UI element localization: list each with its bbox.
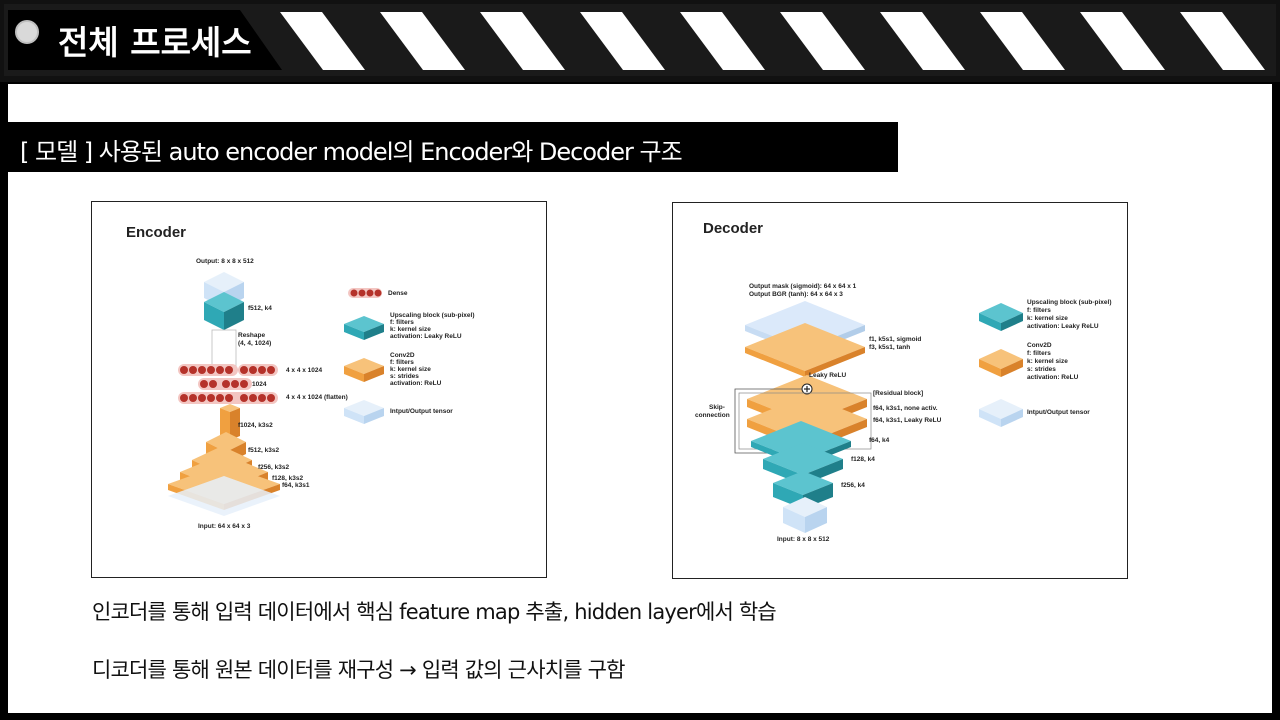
- decoder-leaky-relu-label: Leaky ReLU: [809, 372, 847, 379]
- decoder-shapes: [734, 301, 1023, 533]
- header-dot-icon: [15, 20, 39, 44]
- encoder-reshape-label: Reshape: [238, 332, 266, 339]
- encoder-f1024-label: f1024, k3s2: [238, 422, 273, 429]
- encoder-f256-label: f256, k3s2: [258, 464, 290, 471]
- decoder-legend-io: Intput/Output tensor: [1027, 409, 1090, 416]
- encoder-legend-conv-1: f: filters: [390, 359, 414, 366]
- section-banner: [ 모델 ] 사용된 auto encoder model의 Encoder와 …: [8, 122, 898, 172]
- decoder-f64-k4-label: f64, k4: [869, 437, 890, 444]
- decoder-legend-conv-title: Conv2D: [1027, 342, 1052, 349]
- decoder-legend-conv-1: f: filters: [1027, 350, 1051, 357]
- decoder-legend-conv-3: s: strides: [1027, 366, 1056, 373]
- decoder-legend-conv-2: k: kernel size: [1027, 358, 1068, 365]
- decoder-legend-upscale-title: Upscaling block (sub-pixel): [1027, 299, 1112, 306]
- decoder-skip-label-1: Skip-: [709, 404, 725, 411]
- decoder-legend-upscale-2: k: kernel size: [1027, 315, 1068, 322]
- encoder-legend-shapes: [344, 288, 384, 424]
- encoder-legend-conv-2: k: kernel size: [390, 366, 431, 373]
- header-stripes: [0, 0, 1280, 82]
- encoder-f128-label: f128, k3s2: [272, 475, 304, 482]
- decoder-residual-label: [Residual block]: [873, 390, 924, 397]
- decoder-skip-label-2: connection: [695, 412, 730, 419]
- decoder-f1-label: f1, k5s1, sigmoid: [869, 336, 922, 343]
- encoder-legend-dense: Dense: [388, 290, 408, 297]
- decoder-legend-conv-4: activation: ReLU: [1027, 374, 1079, 381]
- encoder-dense-label-3: 4 x 4 x 1024 (flatten): [286, 394, 348, 401]
- encoder-dense-label-1: 4 x 4 x 1024: [286, 367, 323, 374]
- encoder-legend-conv-3: s: strides: [390, 373, 419, 380]
- decoder-legend-upscale-3: activation: Leaky ReLU: [1027, 323, 1099, 330]
- encoder-f64-label: f64, k3s1: [282, 482, 310, 489]
- decoder-upscale-blocks: [751, 421, 851, 509]
- decoder-diagram: Decoder Output mask (sigmoid): 64 x 64 x…: [672, 202, 1128, 579]
- caption-encoder: 인코더를 통해 입력 데이터에서 핵심 feature map 추출, hidd…: [92, 600, 777, 624]
- encoder-input-label: Input: 64 x 64 x 3: [198, 523, 251, 530]
- encoder-output-label: Output: 8 x 8 x 512: [196, 258, 254, 265]
- encoder-f512-s2-label: f512, k3s2: [248, 447, 280, 454]
- decoder-res-line2: f64, k3s1, Leaky ReLU: [873, 417, 942, 424]
- decoder-output-planes: [745, 301, 865, 377]
- encoder-legend-upscale-1: f: filters: [390, 319, 414, 326]
- encoder-dense-label-2: 1024: [252, 381, 267, 388]
- decoder-output-mask: Output mask (sigmoid): 64 x 64 x 1: [749, 283, 857, 290]
- encoder-input-tensor: [168, 476, 280, 516]
- encoder-dense-rows: [178, 364, 278, 404]
- page-title: 전체 프로세스: [58, 23, 252, 62]
- encoder-reshape-dims: (4, 4, 1024): [238, 340, 272, 347]
- encoder-legend-conv-title: Conv2D: [390, 352, 415, 359]
- section-banner-text: [ 모델 ] 사용된 auto encoder model의 Encoder와 …: [20, 138, 683, 166]
- header-bar: 전체 프로세스: [0, 0, 1280, 82]
- decoder-legend-upscale-1: f: filters: [1027, 307, 1051, 314]
- decoder-input-tensor: [783, 497, 827, 533]
- decoder-legend-shapes: [979, 303, 1023, 427]
- encoder-legend-upscale-3: activation: Leaky ReLU: [390, 333, 462, 340]
- encoder-upscale-block: [204, 292, 244, 330]
- decoder-f256-k4-label: f256, k4: [841, 482, 865, 489]
- decoder-input-label: Input: 8 x 8 x 512: [777, 536, 830, 543]
- encoder-diagram: Encoder Output: 8 x 8 x 512 f512, k4 Res…: [91, 201, 547, 578]
- caption-decoder: 디코더를 통해 원본 데이터를 재구성 → 입력 값의 근사치를 구함: [92, 658, 625, 682]
- encoder-legend-upscale-2: k: kernel size: [390, 326, 431, 333]
- encoder-title: Encoder: [126, 224, 187, 241]
- decoder-output-bgr: Output BGR (tanh): 64 x 64 x 3: [749, 291, 843, 298]
- decoder-res-line1: f64, k3s1, none activ.: [873, 405, 938, 412]
- decoder-title: Decoder: [703, 220, 764, 237]
- decoder-f128-k4-label: f128, k4: [851, 456, 875, 463]
- encoder-f512-label: f512, k4: [248, 305, 272, 312]
- encoder-reshape-block: [211, 329, 237, 367]
- encoder-legend-upscale-title: Upscaling block (sub-pixel): [390, 312, 475, 319]
- encoder-legend-conv-4: activation: ReLU: [390, 380, 442, 387]
- encoder-shapes: [168, 272, 384, 516]
- encoder-legend-io: Intput/Output tensor: [390, 408, 453, 415]
- decoder-f3-label: f3, k5s1, tanh: [869, 344, 911, 351]
